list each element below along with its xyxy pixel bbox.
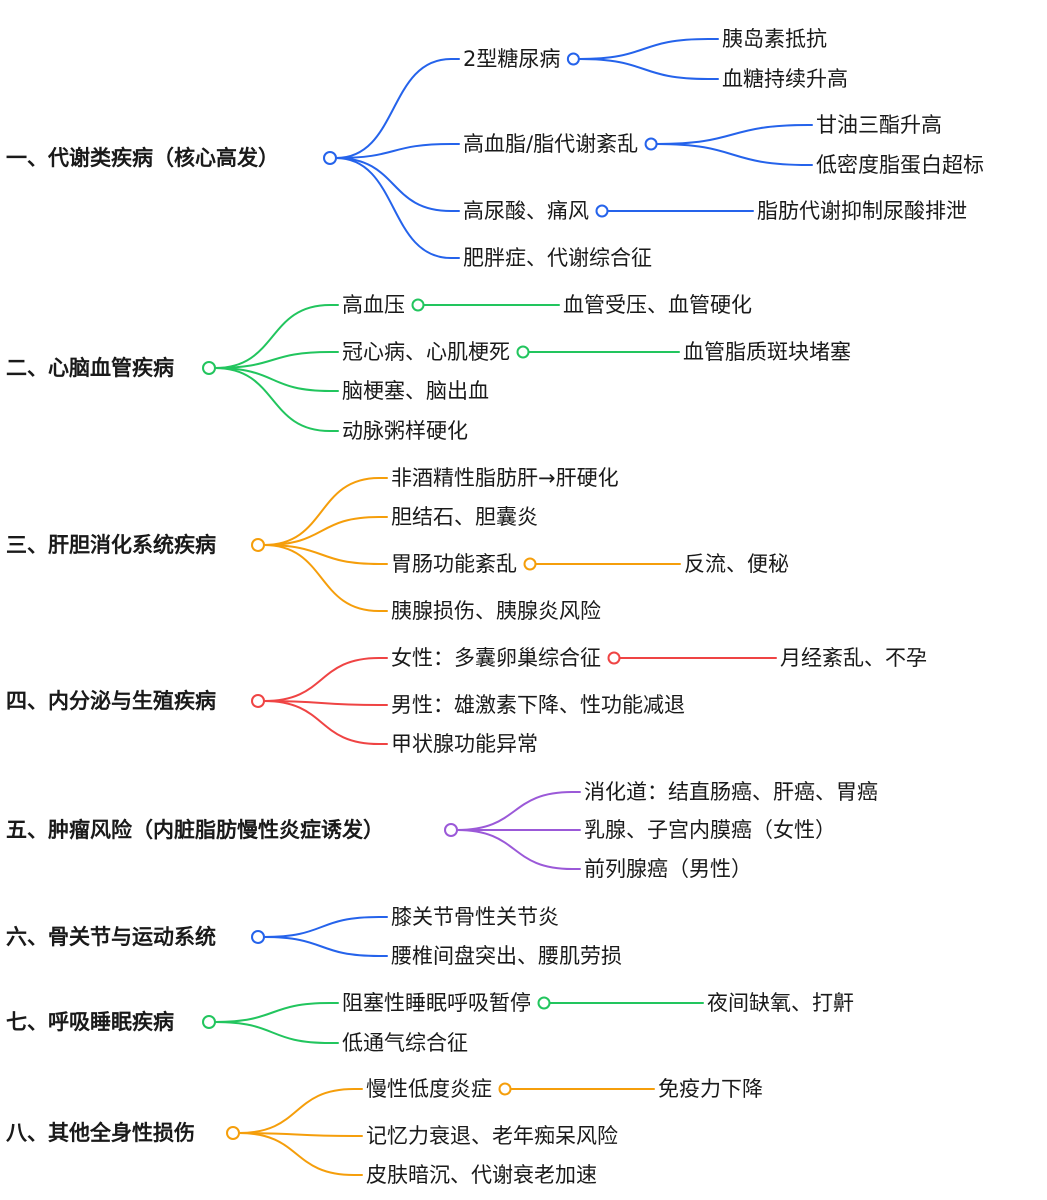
branch-item: 脑梗塞、脑出血 [342, 379, 489, 403]
branch-title: 六、骨关节与运动系统 [6, 925, 216, 949]
branch-item: 腰椎间盘突出、腰肌劳损 [391, 944, 622, 968]
item-node-icon[interactable] [566, 52, 580, 66]
root-node-icon[interactable] [202, 361, 216, 375]
branch-item: 高血脂/脂代谢紊乱 [463, 132, 638, 156]
branch-item: 2型糖尿病 [463, 47, 560, 71]
root-node-icon[interactable] [444, 823, 458, 837]
root-node-icon[interactable] [251, 694, 265, 708]
branch-connector [263, 477, 388, 546]
branch-title: 五、肿瘤风险（内脏脂肪慢性炎症诱发） [6, 818, 384, 842]
branch-connector [456, 791, 581, 831]
sub-item: 免疫力下降 [658, 1077, 763, 1101]
branch-connector [335, 157, 460, 259]
branch-connector [214, 1002, 339, 1023]
branch-item: 高尿酸、痛风 [463, 199, 589, 223]
branch-item: 膝关节骨性关节炎 [391, 905, 559, 929]
item-node-icon[interactable] [516, 345, 530, 359]
branch-connector [263, 916, 388, 938]
branch-connector [214, 304, 339, 369]
branch-item: 胃肠功能紊乱 [391, 552, 517, 576]
item-node-icon[interactable] [595, 204, 609, 218]
branch-item: 低通气综合征 [342, 1031, 468, 1055]
sub-item: 低密度脂蛋白超标 [816, 153, 984, 177]
sub-connector [656, 143, 813, 166]
branch-item: 阻塞性睡眠呼吸暂停 [342, 991, 531, 1015]
root-node-icon[interactable] [226, 1126, 240, 1140]
root-node-icon[interactable] [251, 930, 265, 944]
branch-connector [263, 544, 388, 612]
branch-connector [335, 143, 460, 159]
item-node-icon[interactable] [523, 557, 537, 571]
sub-item: 反流、便秘 [684, 552, 789, 576]
branch-item: 胆结石、胆囊炎 [391, 505, 538, 529]
branch-item: 女性：多囊卵巢综合征 [391, 646, 601, 670]
branch-title: 三、肝胆消化系统疾病 [6, 533, 216, 557]
branch-title: 七、呼吸睡眠疾病 [6, 1010, 174, 1034]
branch-connector [214, 367, 339, 432]
branch-group-5: 五、肿瘤风险（内脏脂肪慢性炎症诱发） 消化道：结直肠癌、肝癌、胃癌乳腺、子宫内膜癌… [6, 780, 878, 881]
branch-item: 前列腺癌（男性） [584, 857, 752, 881]
branch-title: 四、内分泌与生殖疾病 [6, 689, 216, 713]
sub-item: 血管脂质斑块堵塞 [683, 340, 851, 364]
root-node-icon[interactable] [202, 1015, 216, 1029]
branch-item: 皮肤暗沉、代谢衰老加速 [366, 1163, 597, 1187]
sub-item: 月经紊乱、不孕 [780, 646, 927, 670]
sub-item: 血糖持续升高 [722, 67, 848, 91]
sub-item: 夜间缺氧、打鼾 [707, 991, 854, 1015]
item-node-icon[interactable] [644, 137, 658, 151]
branch-connector [335, 58, 460, 159]
item-node-icon[interactable] [411, 298, 425, 312]
branch-connector [214, 351, 339, 369]
branch-connector [263, 936, 388, 957]
branch-connector [238, 1132, 363, 1137]
branch-item: 慢性低度炎症 [366, 1077, 492, 1101]
branch-item: 冠心病、心肌梗死 [342, 340, 510, 364]
branch-title: 二、心脑血管疾病 [6, 356, 174, 380]
branch-connector [456, 829, 581, 870]
branch-connector [263, 516, 388, 546]
branch-item: 动脉粥样硬化 [342, 419, 468, 443]
branch-title: 一、代谢类疾病（核心高发） [6, 146, 279, 170]
branch-item: 胰腺损伤、胰腺炎风险 [391, 599, 601, 623]
branch-connector [263, 700, 388, 745]
sub-connector [578, 58, 719, 80]
branch-item: 乳腺、子宫内膜癌（女性） [584, 818, 836, 842]
branch-connector [335, 157, 460, 212]
branch-connector [263, 544, 388, 565]
branch-item: 高血压 [342, 293, 405, 317]
sub-item: 脂肪代谢抑制尿酸排泄 [757, 199, 967, 223]
item-node-icon[interactable] [607, 651, 621, 665]
root-node-icon[interactable] [251, 538, 265, 552]
branch-item: 记忆力衰退、老年痴呆风险 [366, 1124, 618, 1148]
branch-connector [214, 1021, 339, 1044]
item-node-icon[interactable] [537, 996, 551, 1010]
sub-item: 血管受压、血管硬化 [563, 293, 752, 317]
branch-item: 肥胖症、代谢综合征 [463, 246, 652, 270]
branch-item: 男性：雄激素下降、性功能减退 [391, 693, 685, 717]
branch-connector [238, 1088, 363, 1134]
branch-group-4: 四、内分泌与生殖疾病 女性：多囊卵巢综合征 月经紊乱、不孕男性：雄激素下降、性功能减… [6, 646, 927, 756]
branch-item: 非酒精性脂肪肝→肝硬化 [391, 466, 619, 490]
branch-connector [263, 700, 388, 706]
branch-item: 甲状腺功能异常 [391, 732, 538, 756]
item-node-icon[interactable] [498, 1082, 512, 1096]
branch-title: 八、其他全身性损伤 [6, 1121, 195, 1145]
sub-connector [656, 124, 813, 145]
branch-group-8: 八、其他全身性损伤 慢性低度炎症 免疫力下降记忆力衰退、老年痴呆风险皮肤暗沉、代谢衰… [6, 1077, 763, 1187]
branch-item: 消化道：结直肠癌、肝癌、胃癌 [584, 780, 878, 804]
root-node-icon[interactable] [323, 151, 337, 165]
branch-connector [263, 657, 388, 702]
sub-item: 胰岛素抵抗 [722, 27, 827, 51]
branch-connector [214, 367, 339, 392]
branch-connector [238, 1132, 363, 1176]
sub-connector [578, 38, 719, 60]
sub-item: 甘油三酯升高 [816, 113, 942, 137]
